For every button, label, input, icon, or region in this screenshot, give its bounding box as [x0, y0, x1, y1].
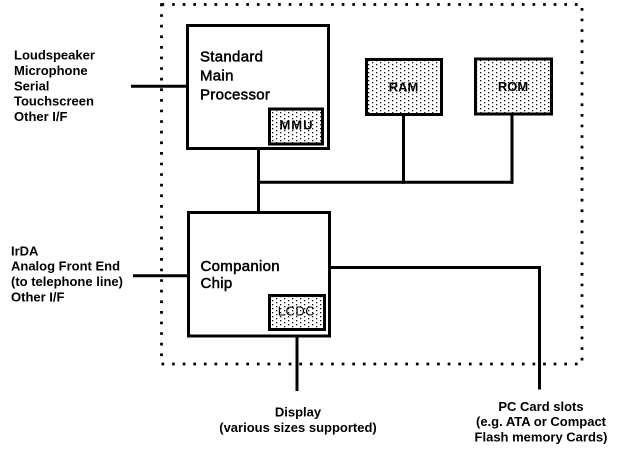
svg-text:IrDA: IrDA [11, 243, 39, 258]
svg-text:PC Card slots: PC Card slots [498, 399, 583, 414]
svg-text:Main: Main [200, 68, 234, 85]
svg-text:RAM: RAM [389, 80, 419, 95]
svg-text:Companion: Companion [201, 258, 280, 275]
svg-text:Standard: Standard [200, 49, 263, 66]
svg-text:Touchscreen: Touchscreen [14, 94, 94, 109]
svg-text:Microphone: Microphone [14, 63, 88, 78]
svg-text:Other I/F: Other I/F [11, 289, 65, 304]
svg-text:LCDC: LCDC [278, 304, 315, 319]
svg-text:Serial: Serial [14, 78, 49, 93]
svg-text:ROM: ROM [498, 79, 528, 94]
svg-text:Analog Front End: Analog Front End [11, 259, 120, 274]
svg-text:(various sizes supported): (various sizes supported) [219, 420, 376, 435]
svg-text:Loudspeaker: Loudspeaker [14, 48, 95, 63]
svg-text:(to telephone line): (to telephone line) [11, 274, 123, 289]
svg-text:Processor: Processor [200, 87, 270, 104]
svg-text:Other I/F: Other I/F [14, 109, 68, 124]
svg-text:(e.g. ATA or Compact: (e.g. ATA or Compact [476, 414, 607, 429]
svg-text:Flash memory Cards): Flash memory Cards) [475, 430, 608, 445]
svg-text:Chip: Chip [201, 275, 233, 292]
svg-text:MMU: MMU [279, 118, 313, 133]
svg-text:Display: Display [275, 405, 322, 420]
